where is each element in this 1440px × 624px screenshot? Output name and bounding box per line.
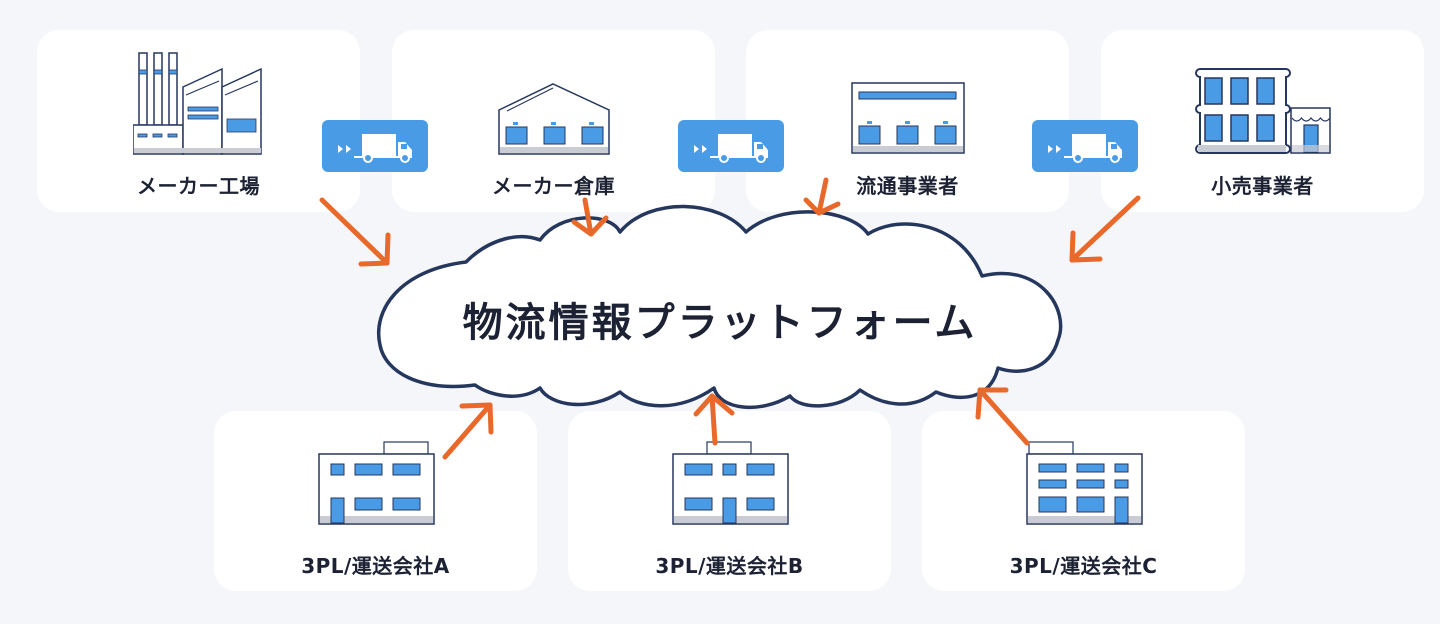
arrow-distributor-to-platform [803,177,841,216]
node-label: 流通事業者 [856,174,959,198]
factory-icon [133,52,262,155]
node-card-retailer: 小売事業者 [1101,30,1424,212]
distribution-center-icon [851,82,965,154]
node-card-3pl-a: 3PL/運送会社A [214,411,537,591]
node-card-maker-warehouse: メーカー倉庫 [392,30,715,212]
arrow-3pl-a-to-platform [442,402,494,460]
node-card-distributor: 流通事業者 [746,30,1069,212]
node-label: 3PL/運送会社B [655,554,804,578]
retail-store-icon [1195,68,1331,154]
arrow-factory-to-platform [319,197,391,267]
node-label: メーカー倉庫 [492,174,615,198]
node-label: 3PL/運送会社C [1009,554,1158,578]
delivery-truck-icon [338,134,412,163]
office-building-icon [318,441,435,525]
delivery-truck-icon [694,134,768,163]
node-label: 3PL/運送会社A [301,554,450,578]
office-building-icon [1026,441,1143,525]
office-building-icon [672,441,789,525]
delivery-truck-icon [1048,134,1122,163]
transport-badge [1032,120,1138,172]
arrow-3pl-b-to-platform [693,393,735,446]
node-label: 小売事業者 [1211,174,1314,198]
node-card-3pl-c: 3PL/運送会社C [922,411,1245,591]
node-card-factory: メーカー工場 [37,30,360,212]
arrow-3pl-c-to-platform [975,387,1030,446]
node-label: メーカー工場 [137,174,260,198]
transport-badge [678,120,784,172]
arrow-warehouse-to-platform [571,197,609,237]
warehouse-icon [498,83,610,155]
node-card-3pl-b: 3PL/運送会社B [568,411,891,591]
platform-cloud [377,204,1063,410]
platform-title: 物流情報プラットフォーム [462,300,978,346]
arrow-retailer-to-platform [1069,195,1141,263]
transport-badge [322,120,428,172]
